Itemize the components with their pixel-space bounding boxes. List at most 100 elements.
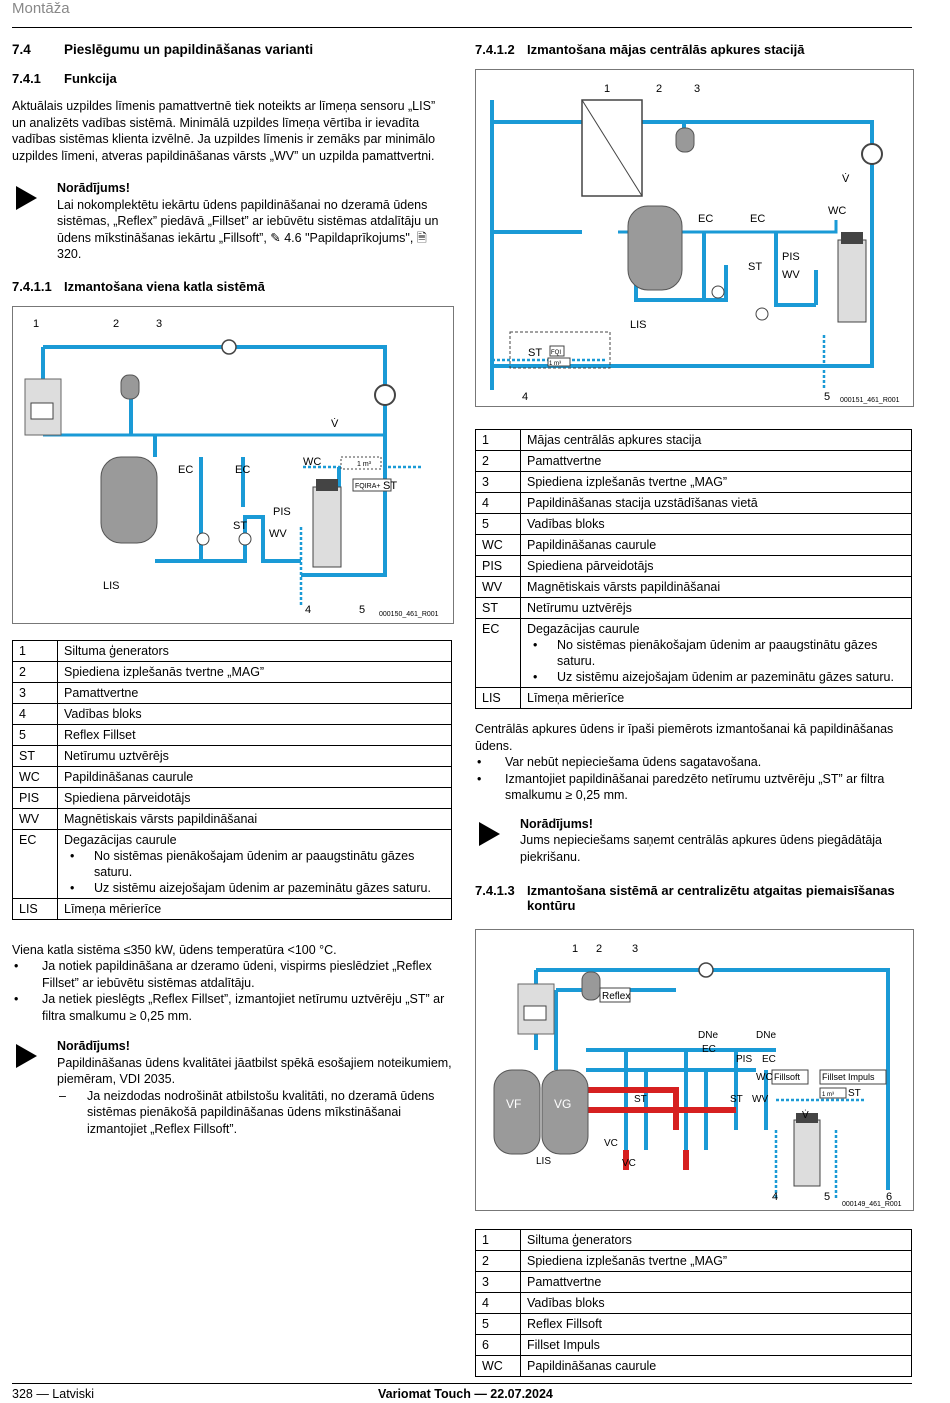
legend-value: Vadības bloks bbox=[527, 517, 605, 531]
fig1-label-v: V̇ bbox=[331, 417, 339, 430]
fig3-label-1: 1 bbox=[572, 943, 578, 955]
primary-vessel-vf-icon bbox=[493, 1069, 541, 1155]
note-text: Lai nokomplektētu iekārtu ūdens papildin… bbox=[57, 197, 439, 262]
legend-key: LIS bbox=[475, 687, 521, 709]
legend-value: Pamattvertne bbox=[527, 1275, 602, 1289]
legend-key: 2 bbox=[12, 660, 58, 683]
fig3-label-st2: ST bbox=[730, 1094, 743, 1105]
legend-key: EC bbox=[12, 828, 58, 899]
fig2-label-lis: LIS bbox=[630, 319, 647, 331]
fig2-label-ec2: EC bbox=[750, 213, 765, 225]
legend-value: Spiediena pārveidotājs bbox=[527, 559, 654, 573]
legend-value: Reflex Fillsoft bbox=[527, 1317, 603, 1331]
diagram-district-heating: 1 2 3 EC EC WC PIS ST WV LIS ST FQI 1 m³… bbox=[475, 69, 914, 407]
fig1-label-pis: PIS bbox=[273, 506, 291, 518]
legend-value-cell: Siltuma ģenerators bbox=[520, 1229, 912, 1251]
legend-key: WC bbox=[475, 1355, 521, 1377]
legend-value: Reflex Fillset bbox=[64, 727, 136, 742]
gauge-icon bbox=[374, 383, 396, 406]
subsection-number: 7.4.1.3 bbox=[475, 883, 515, 898]
control-unit-icon bbox=[312, 486, 342, 567]
legend-value: Līmeņa mērierīce bbox=[64, 901, 162, 916]
legend-key: ST bbox=[475, 597, 521, 619]
legend-key: WV bbox=[475, 576, 521, 598]
legend-value-cell: Netīrumu uztvērējs bbox=[520, 597, 912, 619]
subsection-number: 7.4.1 bbox=[12, 71, 41, 86]
legend-value-cell: Reflex Fillset bbox=[57, 723, 452, 746]
legend-value-cell: Līmeņa mērierīce bbox=[520, 687, 912, 709]
legend-value: Fillset Impuls bbox=[527, 1338, 600, 1352]
legend-sub-item: Uz sistēmu aizejošajam ūdenim ar pazemin… bbox=[64, 880, 445, 896]
subsection-number: 7.4.1.2 bbox=[475, 42, 515, 57]
section-number: 7.4 bbox=[12, 42, 31, 57]
legend-key: PIS bbox=[475, 555, 521, 577]
diagram-return-mixing: 1 2 3 Reflex DNe DNe EC EC PIS WC Fillso… bbox=[475, 929, 914, 1211]
fig1-label-ec1: EC bbox=[178, 464, 193, 476]
pump-icon bbox=[698, 962, 714, 978]
note-text: Jums nepieciešams saņemt centrālās apkur… bbox=[520, 833, 883, 864]
fig2-label-ec1: EC bbox=[698, 213, 713, 225]
expansion-vessel-icon bbox=[581, 971, 601, 1001]
legend-key: WV bbox=[12, 807, 58, 830]
fig3-label-dne1: DNe bbox=[698, 1030, 718, 1041]
note-box-2: Norādījums! Papildināšanas ūdens kvalitā… bbox=[12, 1038, 452, 1137]
note-arrow-icon bbox=[16, 1044, 37, 1068]
fig3-label-5: 5 bbox=[824, 1191, 830, 1203]
legend-key: 4 bbox=[475, 492, 521, 514]
legend-key: 2 bbox=[475, 450, 521, 472]
primary-vessel-icon bbox=[627, 205, 683, 291]
fig3-label-vg: VG bbox=[554, 1097, 571, 1111]
pump-icon bbox=[221, 338, 237, 355]
legend-value-cell: Vadības bloks bbox=[520, 1292, 912, 1314]
fig3-label-v: V̇ bbox=[802, 1108, 809, 1121]
list-item: Ja netiek pieslēgts „Reflex Fillset”, iz… bbox=[12, 991, 452, 1024]
footer-page-language: 328 — Latviski bbox=[12, 1387, 94, 1401]
legend-value: Pamattvertne bbox=[64, 685, 139, 700]
fig1-label-st2: ST bbox=[383, 480, 397, 492]
legend-value-cell: Līmeņa mērierīce bbox=[57, 897, 452, 920]
fig2-label-2: 2 bbox=[656, 83, 662, 95]
fig3-label-3: 3 bbox=[632, 943, 638, 955]
fig2-label-3: 3 bbox=[694, 83, 700, 95]
legend-value-cell: Spiediena izplešanās tvertne „MAG” bbox=[520, 471, 912, 493]
legend-sub-item: No sistēmas pienākošajam ūdenim ar paaug… bbox=[527, 637, 905, 669]
fig2-label-1: 1 bbox=[604, 83, 610, 95]
note-arrow-icon bbox=[16, 186, 37, 210]
fig1-label-2: 2 bbox=[113, 318, 119, 330]
legend-value-cell: Magnētiskais vārsts papildināšanai bbox=[57, 807, 452, 830]
legend-value: Mājas centrālās apkures stacija bbox=[527, 433, 702, 447]
legend-value-cell: Degazācijas cauruleNo sistēmas pienākoša… bbox=[520, 618, 912, 688]
legend-value: Vadības bloks bbox=[527, 1296, 605, 1310]
legend-key: EC bbox=[475, 618, 521, 688]
subsection-title: Izmantošana sistēmā ar centralizētu atga… bbox=[527, 883, 895, 913]
legend-value-cell: Fillset Impuls bbox=[520, 1334, 912, 1356]
note-dash-item: Ja neizdodas nodrošināt atbilstošu kvali… bbox=[57, 1088, 452, 1138]
district-heating-paragraph: Centrālās apkures ūdens ir īpaši piemēro… bbox=[475, 722, 894, 753]
fig1-label-1: 1 bbox=[33, 318, 39, 330]
fig3-label-wc: WC bbox=[756, 1072, 773, 1083]
expansion-vessel-icon bbox=[675, 127, 695, 153]
legend-key: 4 bbox=[12, 702, 58, 725]
district-heating-bullets: Var nebūt nepieciešama ūdens sagatavošan… bbox=[475, 754, 912, 804]
subsection-number: 7.4.1.1 bbox=[12, 278, 52, 294]
